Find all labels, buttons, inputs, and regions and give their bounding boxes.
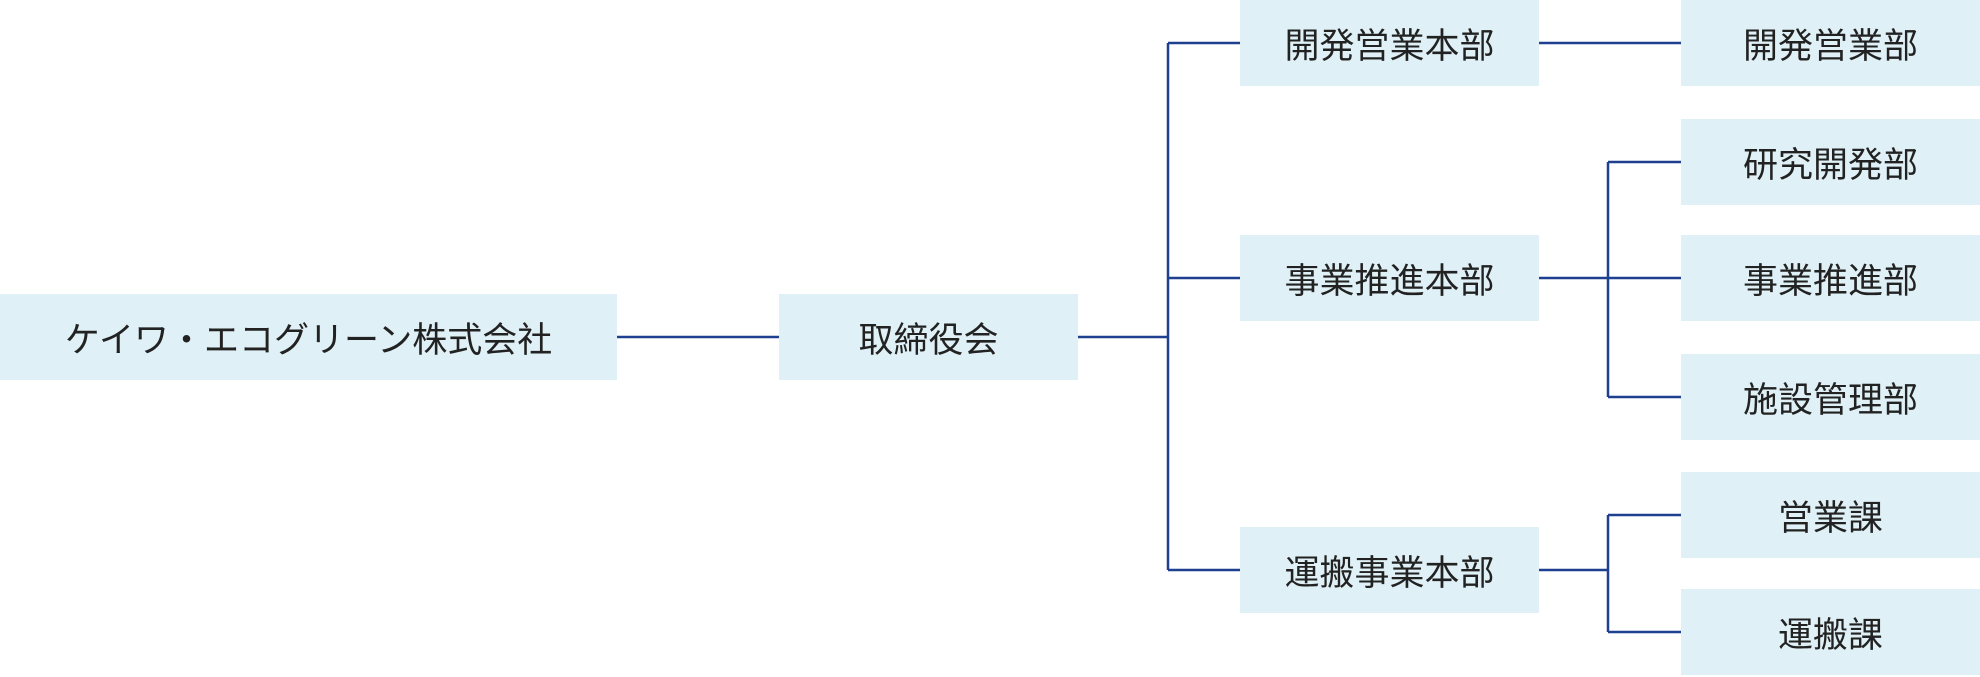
section-sales-label: 営業課 — [1777, 498, 1883, 539]
section-transport-box: 運搬課 — [1681, 589, 1980, 675]
hq-business-promotion-label: 事業推進本部 — [1284, 261, 1495, 302]
board-box: 取締役会 — [779, 294, 1078, 380]
dept-development-sales-label: 開発営業部 — [1742, 26, 1918, 67]
dept-facility-management-label: 施設管理部 — [1742, 380, 1918, 421]
dept-research-development-box: 研究開発部 — [1681, 119, 1980, 205]
dept-research-development-label: 研究開発部 — [1742, 145, 1918, 186]
hq-development-sales-label: 開発営業本部 — [1284, 26, 1495, 67]
hq-transport-box: 運搬事業本部 — [1240, 527, 1539, 613]
company-label: ケイワ・エコグリーン株式会社 — [64, 320, 553, 361]
hq-development-sales-box: 開発営業本部 — [1240, 0, 1539, 86]
dept-business-promotion-box: 事業推進部 — [1681, 235, 1980, 321]
section-transport-label: 運搬課 — [1777, 615, 1883, 656]
dept-development-sales-box: 開発営業部 — [1681, 0, 1980, 86]
dept-business-promotion-label: 事業推進部 — [1742, 261, 1918, 302]
company-box: ケイワ・エコグリーン株式会社 — [0, 294, 617, 380]
dept-facility-management-box: 施設管理部 — [1681, 354, 1980, 440]
hq-business-promotion-box: 事業推進本部 — [1240, 235, 1539, 321]
hq-transport-label: 運搬事業本部 — [1284, 553, 1495, 594]
board-label: 取締役会 — [858, 320, 999, 361]
section-sales-box: 営業課 — [1681, 472, 1980, 558]
